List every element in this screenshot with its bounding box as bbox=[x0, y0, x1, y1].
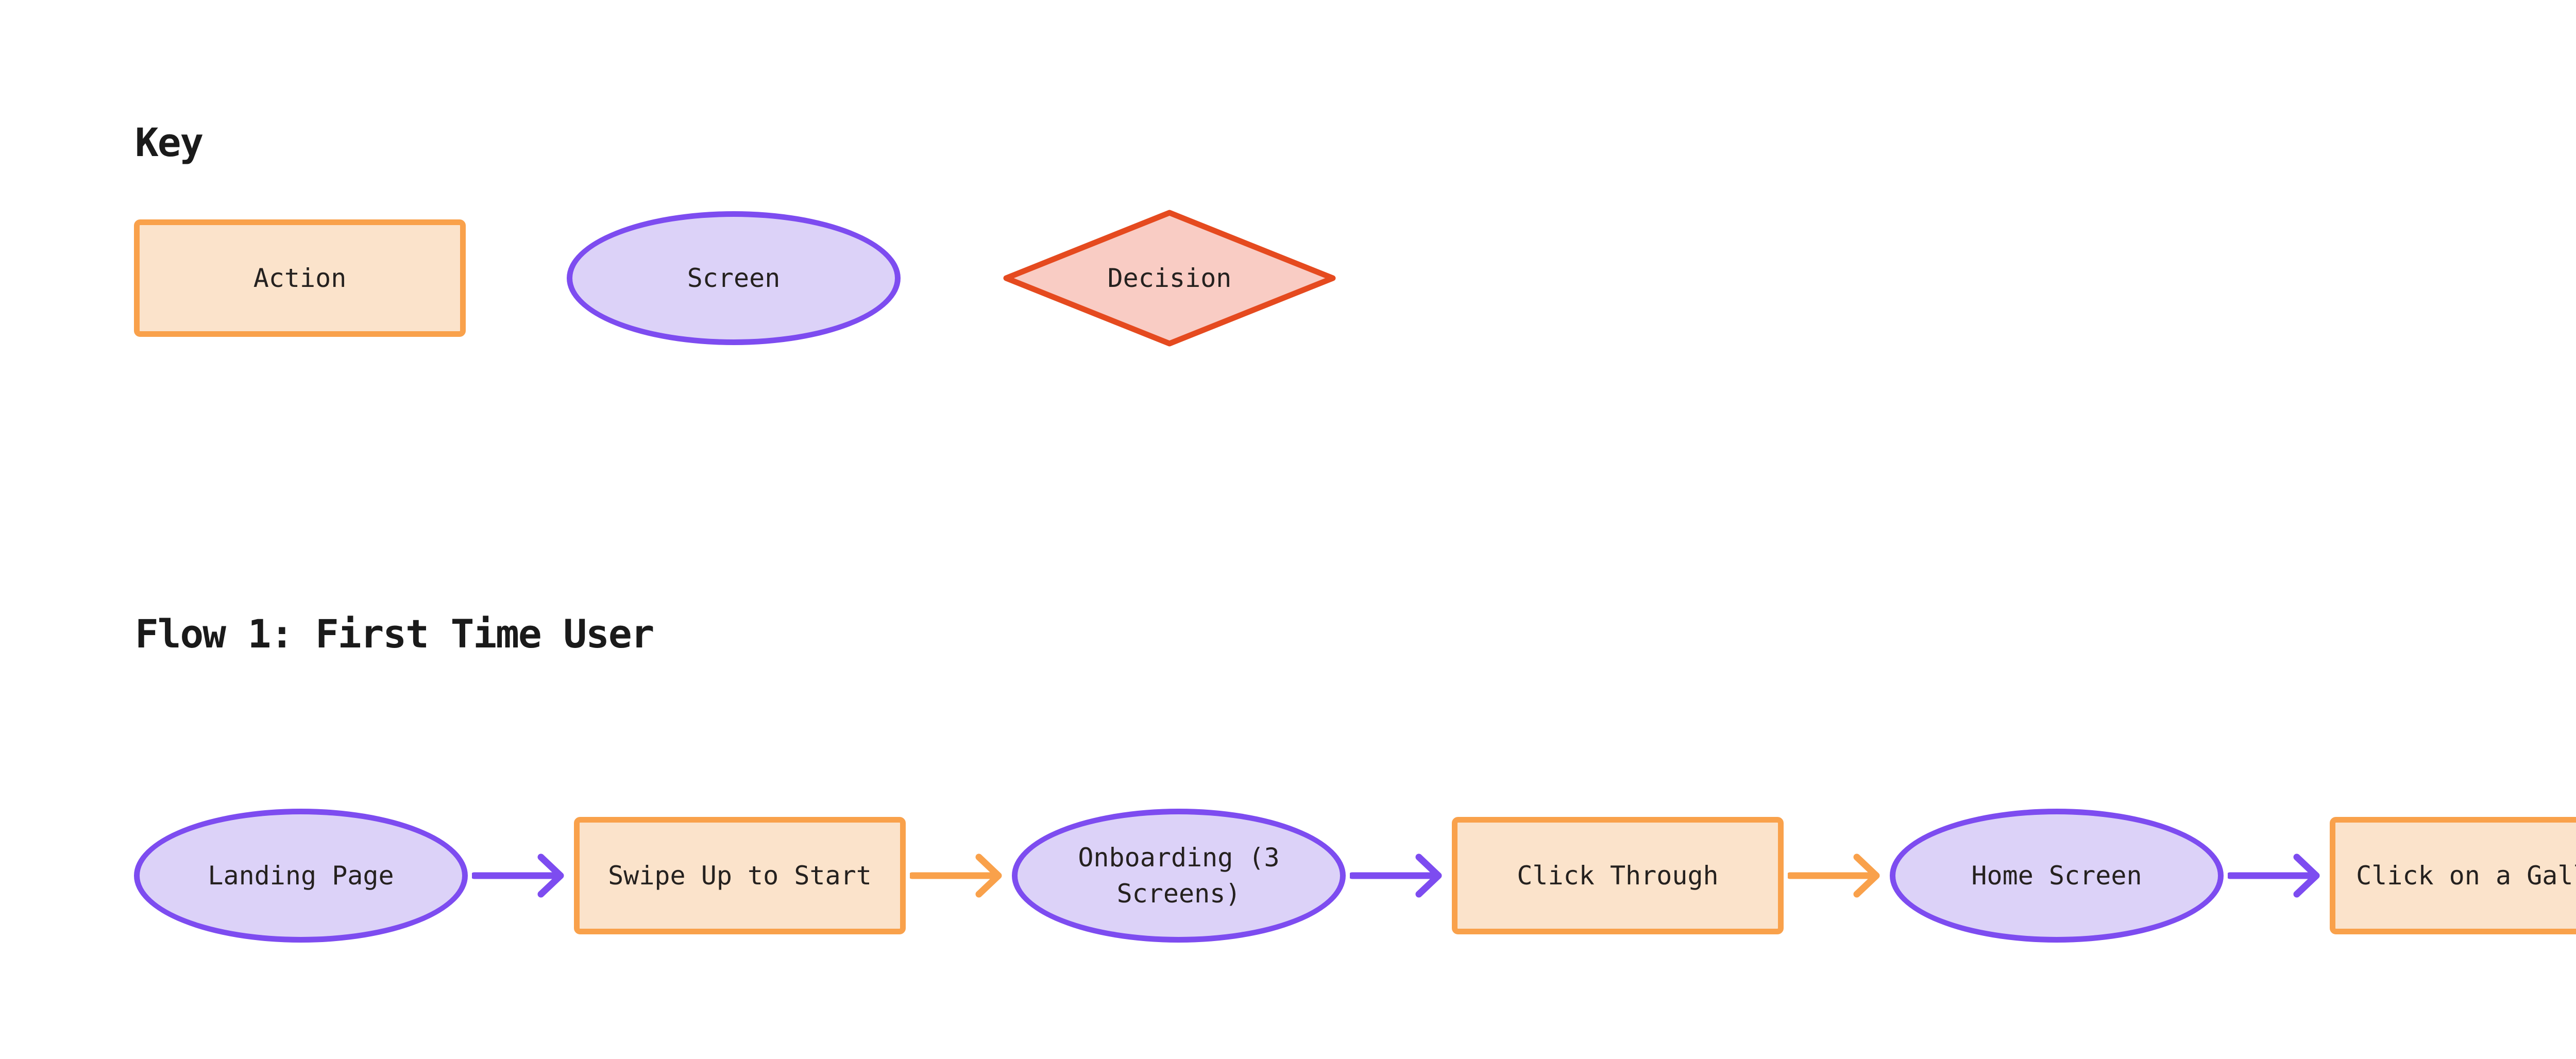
flow-node-label: Click on a Gallery bbox=[2356, 861, 2576, 891]
flow-node-landing-page: Landing Page bbox=[134, 809, 468, 943]
flow-node-label: Onboarding (3 Screens) bbox=[1078, 843, 1280, 909]
flow-node-swipe-up-to-start: Swipe Up to Start bbox=[574, 817, 906, 934]
right-arrow-icon bbox=[1350, 853, 1442, 898]
right-arrow-icon bbox=[2228, 853, 2320, 898]
legend-action-label: Action bbox=[253, 263, 347, 293]
legend-screen-label: Screen bbox=[687, 263, 781, 293]
flow-node-click-on-a-gallery: Click on a Gallery bbox=[2330, 817, 2576, 934]
right-arrow-icon bbox=[910, 853, 1002, 898]
flow-row: Landing Page Swipe Up to Start Onboardin… bbox=[134, 804, 2576, 948]
flow-title: Flow 1: First Time User bbox=[135, 611, 654, 657]
key-legend: Action Screen Decision bbox=[134, 208, 1337, 348]
legend-decision-label: Decision bbox=[1107, 263, 1232, 293]
flow-node-click-through: Click Through bbox=[1452, 817, 1784, 934]
flow-node-label: Swipe Up to Start bbox=[608, 861, 872, 891]
diamond-shape-icon bbox=[1003, 210, 1336, 347]
flow-node-label: Home Screen bbox=[1971, 861, 2142, 891]
right-arrow-icon bbox=[1788, 853, 1880, 898]
key-title: Key bbox=[135, 119, 204, 165]
flow-node-label: Click Through bbox=[1517, 861, 1719, 891]
flow-node-home-screen: Home Screen bbox=[1890, 809, 2224, 943]
flow-node-label: Landing Page bbox=[208, 861, 394, 891]
flow-node-onboarding: Onboarding (3 Screens) bbox=[1012, 809, 1346, 943]
legend-decision-node: Decision bbox=[1002, 208, 1337, 348]
legend-action-node: Action bbox=[134, 219, 466, 337]
right-arrow-icon bbox=[472, 853, 564, 898]
legend-screen-node: Screen bbox=[567, 211, 901, 345]
